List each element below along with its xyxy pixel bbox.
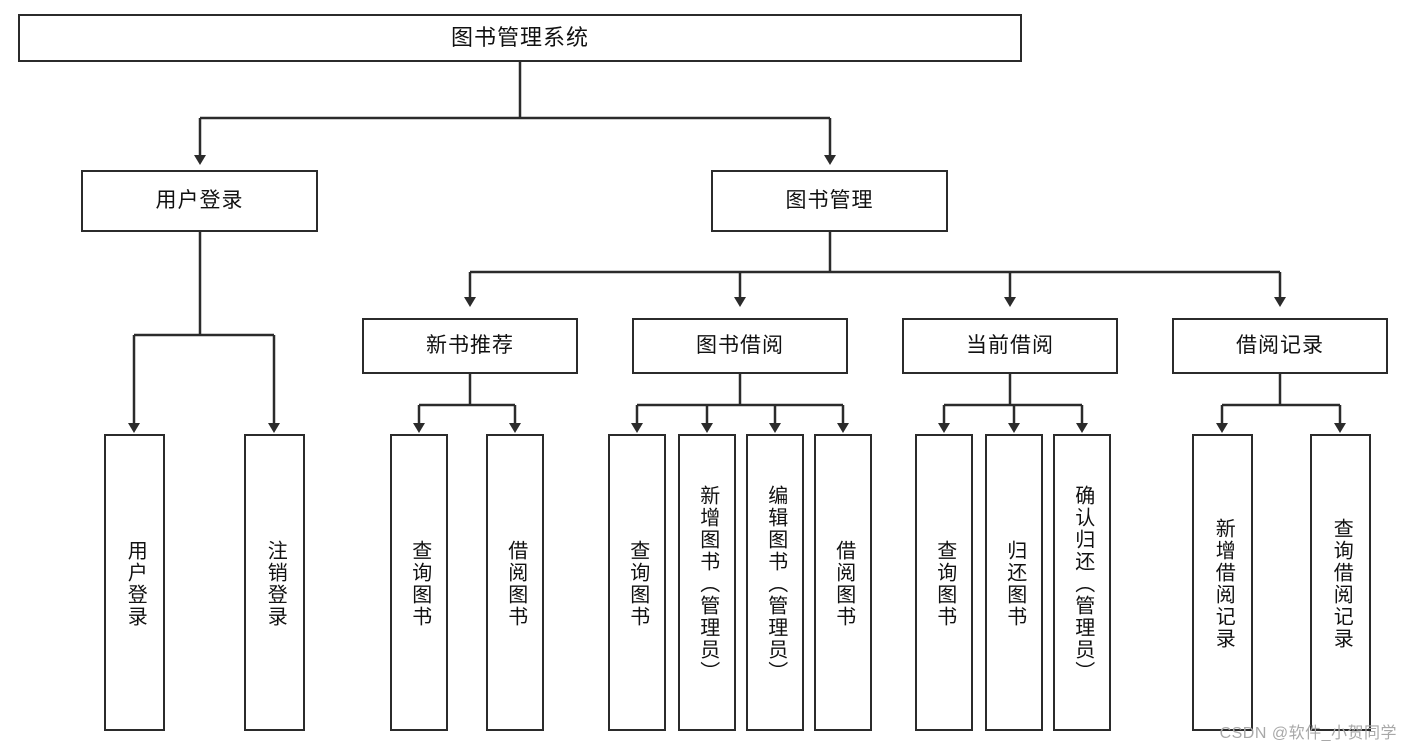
node-label: 新增借阅记录 xyxy=(1212,517,1235,650)
node-label: 查询图书 xyxy=(626,539,649,628)
node-label: 用户登录 xyxy=(124,539,147,628)
node-label: 借阅图书 xyxy=(504,539,527,628)
node-label: 查询图书 xyxy=(933,539,956,628)
node-label: 用户登录 xyxy=(155,188,244,212)
leaf-query-book-recommend[interactable]: 查询图书 xyxy=(390,434,448,731)
node-label: 注销登录 xyxy=(264,539,287,628)
node-label: 归还图书 xyxy=(1003,539,1026,628)
leaf-query-borrow-record[interactable]: 查询借阅记录 xyxy=(1310,434,1371,731)
leaf-query-book-borrow[interactable]: 查询图书 xyxy=(608,434,666,731)
node-label: 新书推荐 xyxy=(426,333,514,357)
leaf-borrow-book-recommend[interactable]: 借阅图书 xyxy=(486,434,544,731)
node-label: 确认归还（管理员） xyxy=(1071,484,1094,683)
node-book-management[interactable]: 图书管理 xyxy=(711,170,948,232)
leaf-borrow-book[interactable]: 借阅图书 xyxy=(814,434,872,731)
node-root-system[interactable]: 图书管理系统 xyxy=(18,14,1022,62)
node-label: 新增图书（管理员） xyxy=(696,484,719,683)
node-label: 查询图书 xyxy=(408,539,431,628)
leaf-query-book-current[interactable]: 查询图书 xyxy=(915,434,973,731)
node-user-login[interactable]: 用户登录 xyxy=(81,170,318,232)
node-label: 图书管理系统 xyxy=(450,25,589,51)
leaf-return-book[interactable]: 归还图书 xyxy=(985,434,1043,731)
node-label: 借阅记录 xyxy=(1236,333,1324,357)
node-label: 查询借阅记录 xyxy=(1330,517,1353,650)
node-current-borrow[interactable]: 当前借阅 xyxy=(902,318,1118,374)
node-label: 图书借阅 xyxy=(696,333,784,357)
node-book-borrow[interactable]: 图书借阅 xyxy=(632,318,848,374)
leaf-confirm-return[interactable]: 确认归还（管理员） xyxy=(1053,434,1111,731)
node-label: 借阅图书 xyxy=(832,539,855,628)
leaf-user-login[interactable]: 用户登录 xyxy=(104,434,165,731)
leaf-edit-book[interactable]: 编辑图书（管理员） xyxy=(746,434,804,731)
node-borrow-record[interactable]: 借阅记录 xyxy=(1172,318,1388,374)
leaf-add-borrow-record[interactable]: 新增借阅记录 xyxy=(1192,434,1253,731)
node-label: 图书管理 xyxy=(785,188,874,212)
node-new-book-recommend[interactable]: 新书推荐 xyxy=(362,318,578,374)
node-label: 当前借阅 xyxy=(966,333,1054,357)
leaf-add-book[interactable]: 新增图书（管理员） xyxy=(678,434,736,731)
node-label: 编辑图书（管理员） xyxy=(764,484,787,683)
leaf-logout-login[interactable]: 注销登录 xyxy=(244,434,305,731)
watermark: CSDN @软件_小贺同学 xyxy=(1219,725,1397,742)
